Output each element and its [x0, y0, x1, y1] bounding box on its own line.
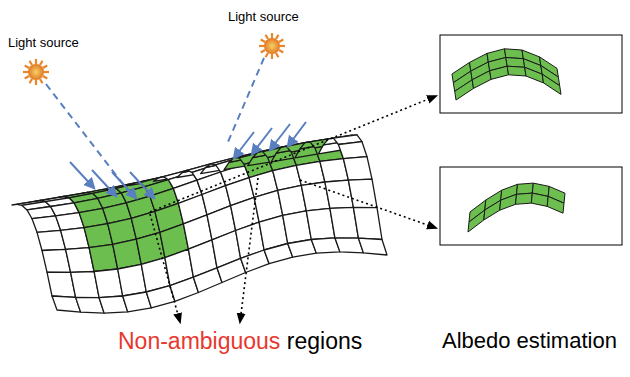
surface-mesh — [12, 135, 387, 313]
region-label: Non-ambiguous — [118, 328, 280, 354]
sun-ray — [40, 79, 43, 83]
albedo-patch — [452, 49, 561, 100]
sun-ray — [266, 35, 269, 39]
albedo-label: Albedo estimation — [442, 328, 617, 353]
sun-ray — [279, 50, 283, 53]
mesh-cell — [542, 74, 561, 94]
leader-arrows — [150, 96, 436, 322]
sun-ray — [25, 76, 29, 79]
mesh-cell — [484, 200, 501, 220]
albedo-patch — [468, 183, 565, 232]
sun-ray — [43, 66, 47, 69]
sun-ray — [271, 54, 273, 59]
sun-ray — [261, 40, 265, 43]
sun-ray — [30, 79, 33, 83]
mesh-cell — [525, 67, 544, 83]
sun-ray — [23, 71, 28, 73]
sun-ray — [276, 53, 279, 57]
sun-ray — [35, 59, 37, 64]
mesh-cell — [338, 142, 367, 159]
mesh-cell — [348, 179, 377, 208]
mesh-cell — [490, 66, 509, 79]
mesh-cell — [547, 196, 564, 213]
light-source-label: Light source — [8, 36, 79, 51]
sun-ray — [280, 45, 285, 47]
mesh-cell — [516, 193, 533, 204]
sun-disc — [28, 64, 44, 80]
mesh-cell — [507, 66, 526, 76]
mesh-cell — [517, 183, 534, 194]
sun-ray — [259, 45, 264, 47]
sun-ray — [25, 66, 29, 69]
sun-icon — [23, 59, 49, 85]
albedo-box — [440, 35, 622, 113]
sun-ray — [35, 80, 37, 85]
incident-arrows — [70, 122, 306, 198]
sun-ray — [43, 76, 47, 79]
sun-ray — [40, 61, 43, 65]
sun-ray — [271, 33, 273, 38]
mesh-cell — [468, 210, 485, 232]
mesh-cell — [455, 80, 474, 100]
mesh-cell — [358, 238, 387, 255]
light-ray — [228, 58, 264, 142]
mesh-cell — [500, 194, 517, 210]
sun-ray — [261, 50, 265, 53]
mesh-cell — [343, 157, 372, 181]
region-label: regions — [287, 328, 362, 354]
sun-ray — [266, 53, 269, 57]
albedo-box — [440, 167, 622, 245]
sun-disc — [264, 38, 280, 54]
sun-ray — [276, 35, 279, 39]
light-source-label: Light source — [228, 10, 299, 25]
mesh-cell — [472, 71, 491, 89]
sun-ray — [279, 40, 283, 43]
mesh-cell — [353, 207, 382, 239]
sun-ray — [44, 71, 49, 73]
sun-ray — [30, 61, 33, 65]
mesh-cell — [531, 193, 548, 206]
sun-icon — [259, 33, 285, 59]
